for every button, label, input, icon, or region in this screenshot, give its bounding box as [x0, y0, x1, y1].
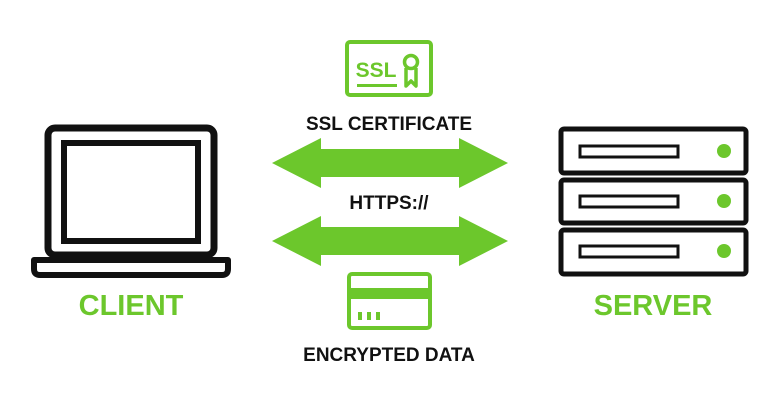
- ssl-badge-text: SSL: [356, 59, 397, 82]
- client-label: CLIENT: [79, 290, 184, 322]
- server-rack-icon: [558, 126, 749, 277]
- status-led: [717, 244, 731, 258]
- status-led: [717, 144, 731, 158]
- server-unit: [558, 227, 749, 277]
- server-unit: [558, 126, 749, 176]
- top-double-arrow: [272, 138, 508, 188]
- status-led: [717, 194, 731, 208]
- ssl-certificate-label: SSL CERTIFICATE: [306, 114, 472, 135]
- server-unit: [558, 177, 749, 226]
- credit-card-icon: [347, 272, 432, 330]
- ssl-certificate-icon: SSL: [345, 40, 433, 97]
- encrypted-data-label: ENCRYPTED DATA: [303, 345, 475, 366]
- laptop-icon: [31, 124, 231, 278]
- https-label: HTTPS://: [349, 193, 429, 214]
- bottom-double-arrow: [272, 216, 508, 266]
- server-label: SERVER: [594, 290, 713, 322]
